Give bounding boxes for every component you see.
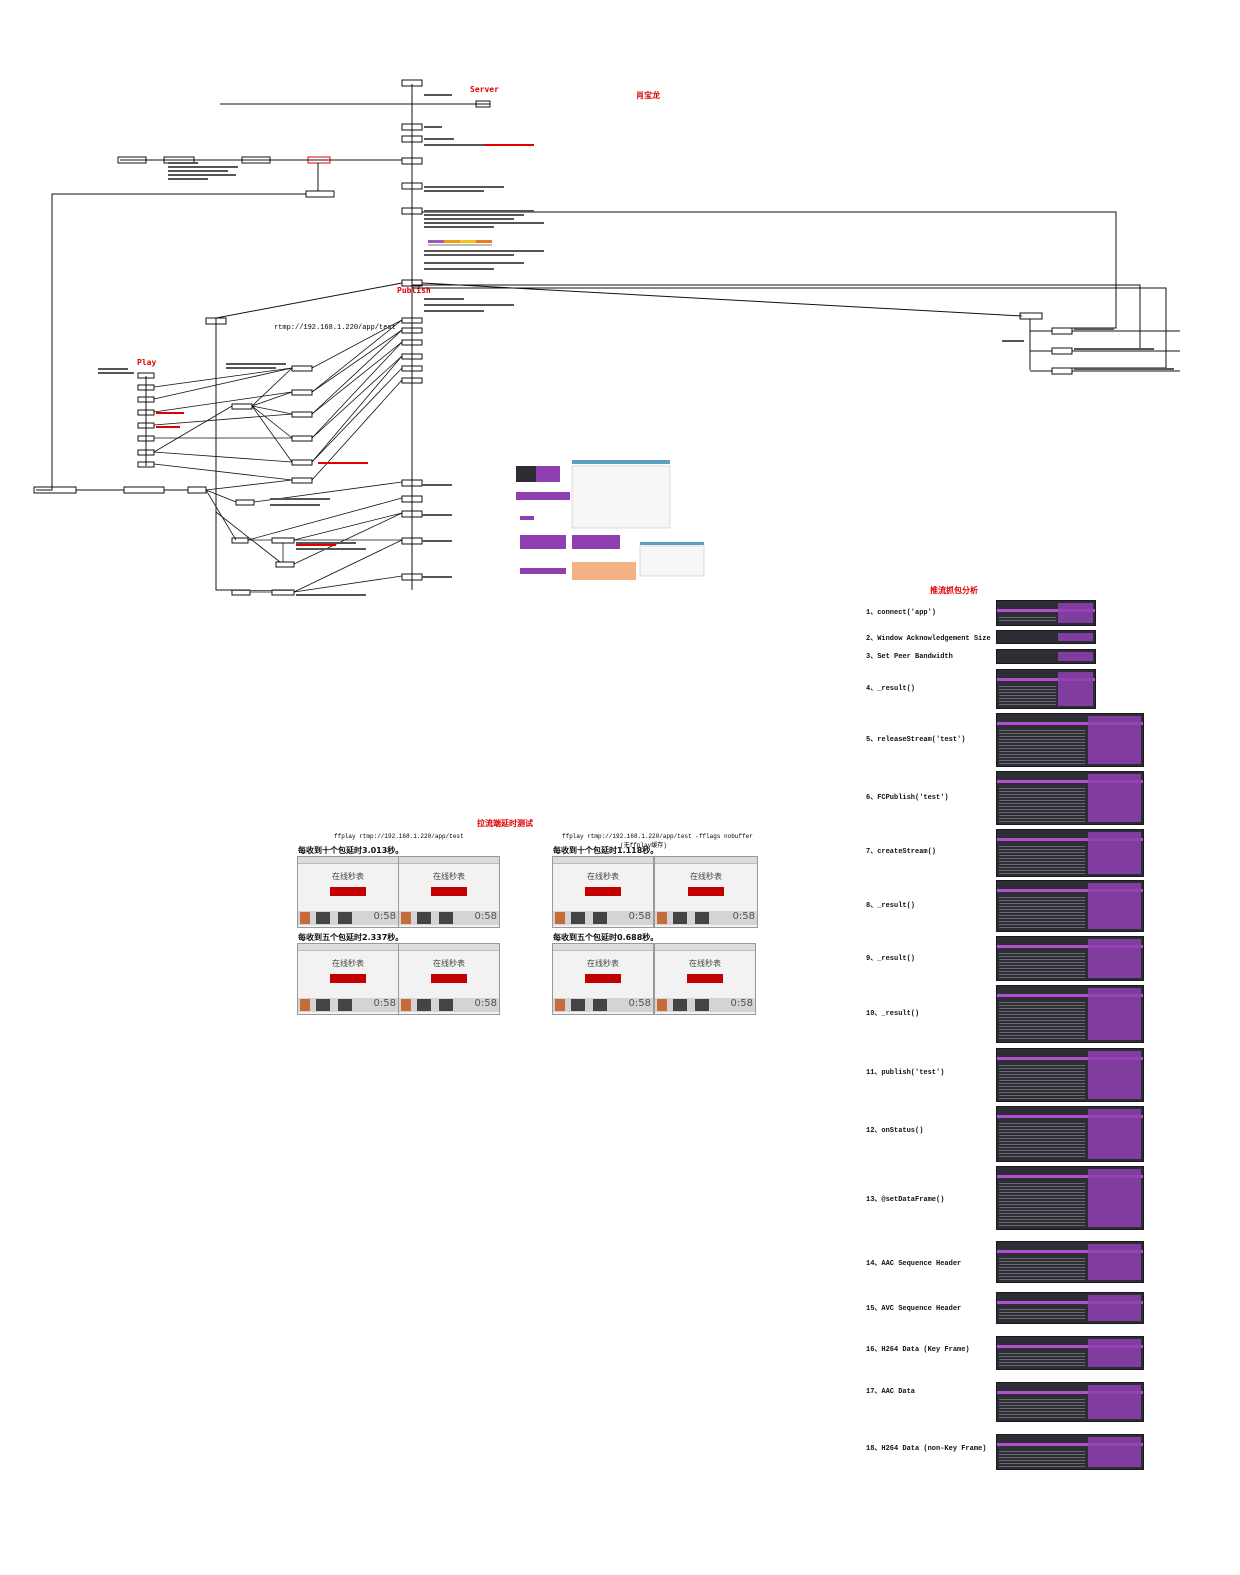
right-note-five: 每收到五个包延时0.688秒。 <box>553 933 659 942</box>
timer-screenshot: 在线秒表 0:58 <box>398 856 500 928</box>
packet-capture-screenshot <box>996 829 1144 877</box>
packet-capture-screenshot <box>996 1382 1144 1422</box>
packet-capture-screenshot <box>996 1336 1144 1370</box>
step-label: 6、FCPublish('test') <box>866 794 949 802</box>
step-label: 14、AAC Sequence Header <box>866 1260 962 1268</box>
step-label: 18、H264 Data (non-Key Frame) <box>866 1445 987 1453</box>
packet-capture-screenshot <box>996 713 1144 767</box>
timer-screenshot: 在线秒表 0:58 <box>654 943 756 1015</box>
step-label: 7、createStream() <box>866 848 937 856</box>
packet-capture-screenshot <box>996 649 1096 664</box>
left-note-ten: 每收到十个包延时3.013秒。 <box>298 846 404 855</box>
packet-capture-screenshot <box>996 1106 1144 1162</box>
packet-capture-screenshot <box>996 771 1144 825</box>
left-command: ffplay rtmp://192.168.1.220/app/test <box>334 833 464 840</box>
packet-capture-screenshot <box>996 936 1144 981</box>
packet-capture-screenshot <box>996 1048 1144 1102</box>
step-label: 5、releaseStream('test') <box>866 736 966 744</box>
packet-capture-screenshot <box>996 1241 1144 1283</box>
step-label: 17、AAC Data <box>866 1388 916 1396</box>
packet-capture-screenshot <box>996 880 1144 932</box>
step-label: 16、H264 Data (Key Frame) <box>866 1346 970 1354</box>
latency-test-title: 拉流端延时测试 <box>477 819 533 828</box>
timer-screenshot: 在线秒表 0:58 <box>552 856 654 928</box>
packet-capture-screenshot <box>996 1292 1144 1324</box>
timer-screenshot: 在线秒表 0:58 <box>552 943 654 1015</box>
step-label: 1、connect('app') <box>866 609 937 617</box>
step-label: 15、AVC Sequence Header <box>866 1305 962 1313</box>
packet-capture-screenshot <box>996 1434 1144 1470</box>
step-label: 2、Window Acknowledgement Size <box>866 635 991 643</box>
left-note-five: 每收到五个包延时2.337秒。 <box>298 933 404 942</box>
publish-label: Publish <box>397 286 431 295</box>
timer-screenshot: 在线秒表 0:58 <box>297 856 399 928</box>
capture-analysis-title: 推流抓包分析 <box>930 586 978 595</box>
timer-screenshot: 在线秒表 0:58 <box>654 856 758 928</box>
packet-capture-screenshot <box>996 669 1096 709</box>
server-label: Server <box>470 85 499 94</box>
author-label: 肖宝龙 <box>636 91 660 100</box>
rtmp-url-label: rtmp://192.168.1.220/app/test <box>274 324 396 332</box>
right-command-sub: (无ffplay缓存) <box>620 842 667 849</box>
timer-screenshot: 在线秒表 0:58 <box>398 943 500 1015</box>
packet-capture-screenshot <box>996 630 1096 644</box>
step-label: 11、publish('test') <box>866 1069 945 1077</box>
packet-capture-screenshot <box>996 1166 1144 1230</box>
right-command: ffplay rtmp://192.168.1.220/app/test -ff… <box>562 833 753 840</box>
step-label: 8、_result() <box>866 902 916 910</box>
step-label: 4、_result() <box>866 685 916 693</box>
packet-capture-screenshot <box>996 600 1096 626</box>
play-label: Play <box>137 358 157 367</box>
step-label: 13、@setDataFrame() <box>866 1196 945 1204</box>
timer-screenshot: 在线秒表 0:58 <box>297 943 399 1015</box>
step-label: 10、_result() <box>866 1010 920 1018</box>
step-label: 12、onStatus() <box>866 1127 924 1135</box>
step-label: 3、Set Peer Bandwidth <box>866 653 953 661</box>
packet-capture-screenshot <box>996 985 1144 1043</box>
right-note-ten: 每收到十个包延时1.118秒。 <box>553 846 659 855</box>
step-label: 9、_result() <box>866 955 916 963</box>
